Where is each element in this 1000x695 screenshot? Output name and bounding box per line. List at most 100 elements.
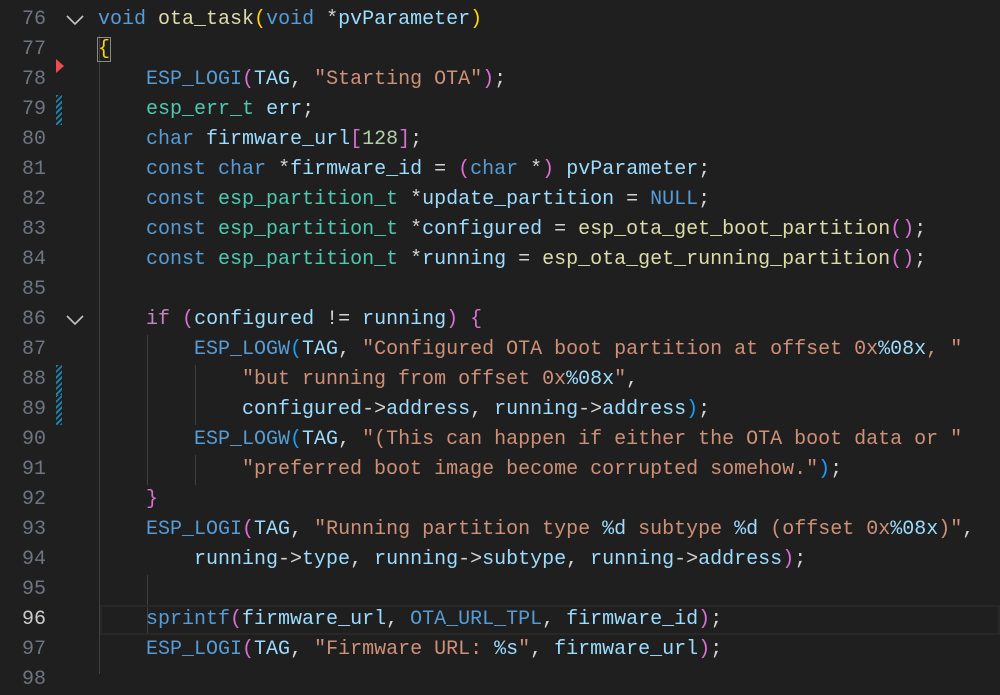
code-token: , xyxy=(470,398,495,421)
code-token: address xyxy=(698,548,783,571)
line-number[interactable]: 77 xyxy=(21,38,46,61)
modified-lines-indicator[interactable] xyxy=(56,365,62,395)
code-token: const xyxy=(146,248,207,271)
code-text[interactable]: "but running from offset 0x%08x", xyxy=(98,365,638,395)
code-token: pvParameter xyxy=(338,8,471,31)
code-line[interactable]: 95 xyxy=(0,575,1000,605)
code-token: firmware_id xyxy=(566,608,699,631)
code-line[interactable]: 91 "preferred boot image become corrupte… xyxy=(0,455,1000,485)
code-text[interactable]: configured->address, running->address); xyxy=(98,395,710,425)
code-text[interactable]: esp_err_t err; xyxy=(98,95,314,125)
line-number[interactable]: 78 xyxy=(21,68,46,91)
code-text[interactable]: } xyxy=(98,485,158,515)
line-number[interactable]: 81 xyxy=(21,158,46,181)
code-token: esp_partition_t xyxy=(218,188,399,211)
code-token: ( xyxy=(290,338,303,361)
modified-lines-indicator[interactable] xyxy=(56,395,62,425)
line-number[interactable]: 84 xyxy=(21,248,46,271)
line-number[interactable]: 76 xyxy=(21,8,46,31)
code-token: const xyxy=(146,218,207,241)
line-number[interactable]: 91 xyxy=(21,458,46,481)
code-line[interactable]: 80 char firmware_url[128]; xyxy=(0,125,1000,155)
code-line[interactable]: 88 "but running from offset 0x%08x", xyxy=(0,365,1000,395)
code-token: char xyxy=(470,158,519,181)
code-line[interactable]: 92 } xyxy=(0,485,1000,515)
code-line[interactable]: 87 ESP_LOGW(TAG, "Configured OTA boot pa… xyxy=(0,335,1000,365)
code-line[interactable]: 90 ESP_LOGW(TAG, "(This can happen if ei… xyxy=(0,425,1000,455)
code-token: NULL xyxy=(650,188,699,211)
line-number[interactable]: 98 xyxy=(21,668,46,691)
line-number[interactable]: 85 xyxy=(21,278,46,301)
code-line[interactable]: 89 configured->address, running->address… xyxy=(0,395,1000,425)
line-number[interactable]: 95 xyxy=(21,578,46,601)
code-text[interactable]: const esp_partition_t *configured = esp_… xyxy=(98,215,926,245)
code-token: ESP_LOGI xyxy=(146,68,243,91)
code-text[interactable]: void ota_task(void *pvParameter) xyxy=(98,5,482,35)
code-line[interactable]: 77 { xyxy=(0,35,1000,65)
line-number[interactable]: 90 xyxy=(21,428,46,451)
code-text[interactable]: sprintf(firmware_url, OTA_URL_TPL, firmw… xyxy=(98,605,722,635)
code-token: ) xyxy=(686,398,699,421)
code-token: ) xyxy=(818,458,831,481)
code-line[interactable]: 82 const esp_partition_t *update_partiti… xyxy=(0,185,1000,215)
line-number[interactable]: 92 xyxy=(21,488,46,511)
code-text[interactable]: const char *firmware_id = (char *) pvPar… xyxy=(98,155,710,185)
code-text[interactable]: running->type, running->subtype, running… xyxy=(98,545,806,575)
code-token: -> xyxy=(362,398,387,421)
line-number[interactable]: 86 xyxy=(21,308,46,331)
code-line[interactable]: 76 void ota_task(void *pvParameter) xyxy=(0,5,1000,35)
code-line[interactable]: 98 xyxy=(0,665,1000,695)
line-number[interactable]: 87 xyxy=(21,338,46,361)
line-number[interactable]: 93 xyxy=(21,518,46,541)
code-token: sprintf xyxy=(146,608,231,631)
code-text[interactable]: const esp_partition_t *running = esp_ota… xyxy=(98,245,926,275)
code-token: %08x xyxy=(566,368,615,391)
code-line[interactable]: 97 ESP_LOGI(TAG, "Firmware URL: %s", fir… xyxy=(0,635,1000,665)
code-token: ) xyxy=(470,8,483,31)
code-token: ota_task xyxy=(158,8,255,31)
line-number[interactable]: 97 xyxy=(21,638,46,661)
code-text[interactable]: char firmware_url[128]; xyxy=(98,125,422,155)
fold-chevron-icon[interactable] xyxy=(64,5,86,35)
code-line[interactable]: 94 running->type, running->subtype, runn… xyxy=(0,545,1000,575)
code-line-current[interactable]: 96 sprintf(firmware_url, OTA_URL_TPL, fi… xyxy=(0,605,1000,635)
code-line[interactable]: 79 esp_err_t err; xyxy=(0,95,1000,125)
code-token: if xyxy=(146,308,171,331)
code-text[interactable]: { xyxy=(96,35,112,65)
code-token: , xyxy=(290,68,315,91)
modified-lines-indicator[interactable] xyxy=(56,95,62,125)
deleted-lines-indicator-icon[interactable] xyxy=(56,59,64,73)
code-token: ; xyxy=(698,158,711,181)
line-number[interactable]: 83 xyxy=(21,218,46,241)
code-line[interactable]: 81 const char *firmware_id = (char *) pv… xyxy=(0,155,1000,185)
code-token: * xyxy=(398,218,423,241)
line-number[interactable]: 96 xyxy=(21,608,46,631)
code-line[interactable]: 84 const esp_partition_t *running = esp_… xyxy=(0,245,1000,275)
code-line[interactable]: 93 ESP_LOGI(TAG, "Running partition type… xyxy=(0,515,1000,545)
code-text[interactable]: ESP_LOGW(TAG, "Configured OTA boot parti… xyxy=(98,335,962,365)
code-token: ( xyxy=(242,638,255,661)
code-line[interactable]: 78 ESP_LOGI(TAG, "Starting OTA"); xyxy=(0,59,1000,95)
line-number[interactable]: 94 xyxy=(21,548,46,571)
fold-chevron-icon[interactable] xyxy=(64,305,86,335)
line-number[interactable]: 88 xyxy=(21,368,46,391)
code-text[interactable]: ESP_LOGI(TAG, "Running partition type %d… xyxy=(98,515,974,545)
code-token xyxy=(98,338,194,361)
line-number[interactable]: 80 xyxy=(21,128,46,151)
code-token xyxy=(98,428,194,451)
code-text[interactable]: ESP_LOGI(TAG, "Starting OTA"); xyxy=(98,65,506,95)
line-number[interactable]: 89 xyxy=(21,398,46,421)
line-number[interactable]: 79 xyxy=(21,98,46,121)
code-text[interactable]: const esp_partition_t *update_partition … xyxy=(98,185,710,215)
code-text[interactable]: ESP_LOGW(TAG, "(This can happen if eithe… xyxy=(98,425,962,455)
code-token: TAG xyxy=(302,428,339,451)
code-text[interactable]: ESP_LOGI(TAG, "Firmware URL: %s", firmwa… xyxy=(98,635,722,665)
code-line[interactable]: 86 if (configured != running) { xyxy=(0,305,1000,335)
code-token xyxy=(98,548,194,571)
code-line[interactable]: 83 const esp_partition_t *configured = e… xyxy=(0,215,1000,245)
code-text[interactable]: "preferred boot image become corrupted s… xyxy=(98,455,842,485)
line-number[interactable]: 82 xyxy=(21,188,46,211)
code-line[interactable]: 85 xyxy=(0,275,1000,305)
code-token xyxy=(98,158,146,181)
code-text[interactable]: if (configured != running) { xyxy=(98,305,482,335)
